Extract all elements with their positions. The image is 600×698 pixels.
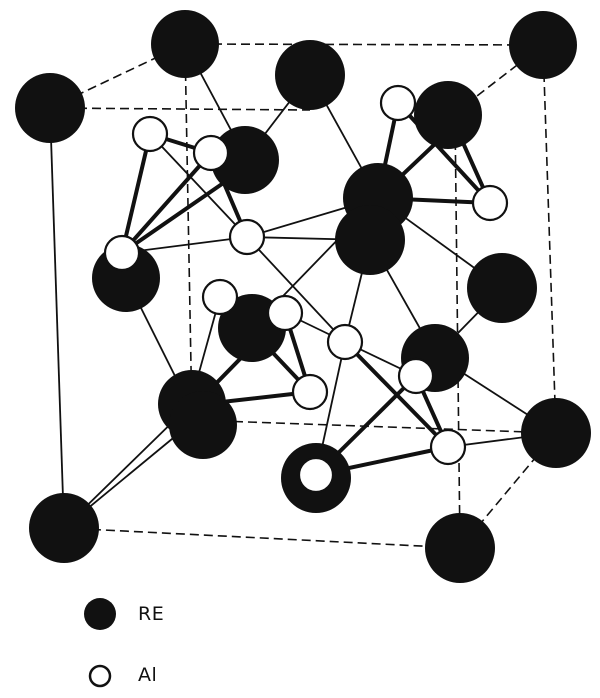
bond	[343, 340, 450, 449]
re-atom	[151, 10, 219, 78]
re-atom	[335, 205, 405, 275]
legend-re-label: RE	[138, 603, 165, 625]
cell-edge	[184, 43, 544, 46]
legend-re-marker	[84, 598, 116, 630]
al-atoms	[103, 84, 509, 494]
re-atom	[15, 73, 85, 143]
cell-edge	[454, 112, 461, 549]
re-atom	[467, 253, 537, 323]
legend	[84, 598, 116, 688]
legend-al-label: Al	[138, 664, 158, 686]
re-atom	[425, 513, 495, 583]
cell-edge	[459, 432, 557, 549]
bond	[120, 173, 237, 255]
al-atom	[228, 218, 266, 256]
al-atom	[131, 115, 169, 153]
re-atom	[521, 398, 591, 468]
bond	[120, 151, 213, 255]
cell-edge	[184, 43, 193, 421]
re-atom	[509, 11, 577, 79]
cell-edge	[191, 419, 557, 434]
bond	[396, 101, 492, 205]
al-atom	[397, 357, 435, 395]
re-atom	[29, 493, 99, 563]
cell-edge	[542, 44, 557, 434]
al-atom	[192, 134, 230, 172]
legend-al-marker	[88, 664, 112, 688]
re-atom	[169, 391, 237, 459]
al-atom	[266, 294, 304, 332]
al-atom	[471, 184, 509, 222]
bond	[149, 133, 248, 238]
al-atom	[379, 84, 417, 122]
al-atom	[103, 234, 141, 272]
al-atom	[291, 373, 329, 411]
cell-edge	[49, 107, 311, 111]
cell-edge	[63, 527, 461, 549]
bond	[49, 107, 65, 529]
re-atom	[211, 126, 279, 194]
al-atom	[326, 323, 364, 361]
al-atom	[429, 428, 467, 466]
re-atom	[275, 40, 345, 110]
al-atom	[297, 456, 335, 494]
re-atom	[414, 81, 482, 149]
bond	[120, 132, 152, 255]
bond	[246, 236, 346, 343]
cell-edge	[49, 43, 186, 109]
re-atoms	[15, 10, 591, 583]
al-atom	[201, 278, 239, 316]
